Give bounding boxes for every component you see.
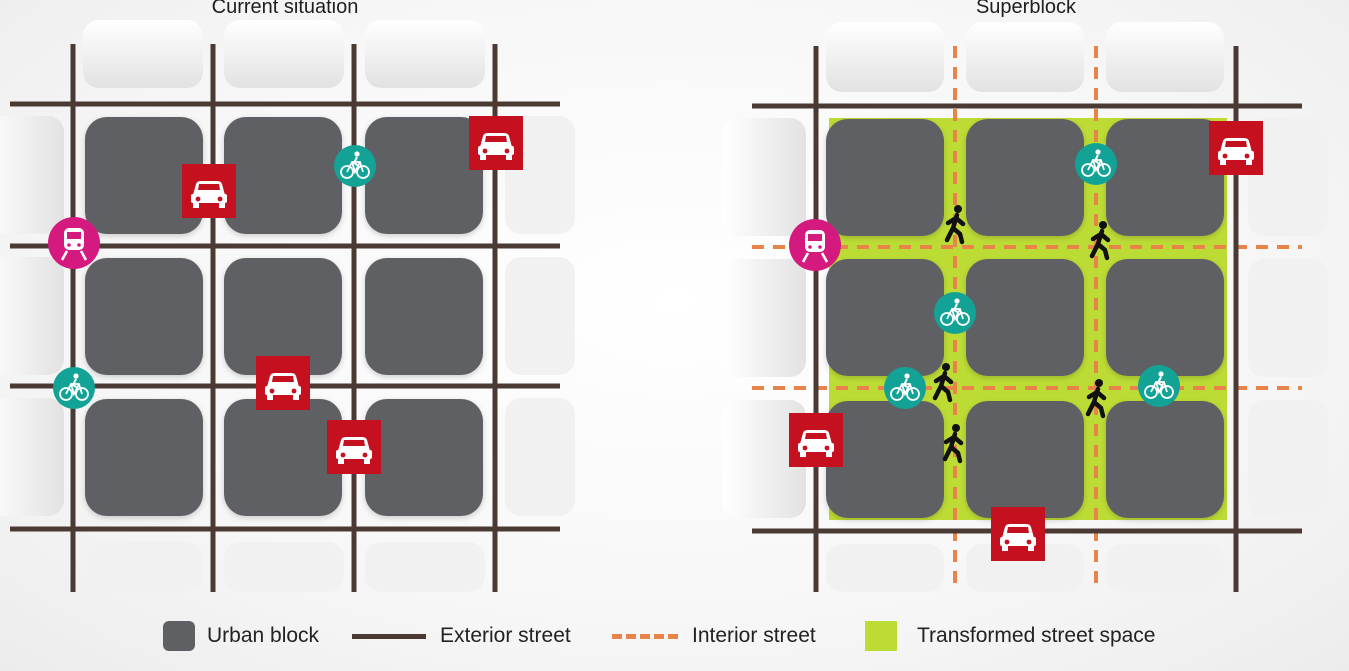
train-icon	[46, 215, 102, 271]
superblock-diagram	[0, 20, 1328, 592]
urban-block	[224, 258, 342, 375]
car-icon	[182, 164, 236, 218]
legend-urban-block-label: Urban block	[207, 624, 320, 647]
urban-block	[1106, 401, 1224, 518]
urban-block	[826, 119, 944, 236]
legend-exterior-street-label: Exterior street	[440, 624, 571, 647]
urban-block	[1106, 119, 1224, 236]
urban-block	[365, 258, 483, 375]
urban-block	[85, 399, 203, 516]
legend-urban-block: Urban block	[163, 616, 319, 656]
ghost-blocks	[722, 22, 1328, 592]
legend-exterior-street: Exterior street	[352, 616, 571, 656]
bicycle-icon	[883, 366, 927, 410]
legend-interior-street: Interior street	[612, 616, 816, 656]
train-icon	[787, 217, 843, 273]
interior-street-swatch	[612, 633, 678, 639]
urban-block	[826, 401, 944, 518]
car-icon	[1209, 121, 1263, 175]
superblock-panel	[722, 22, 1328, 592]
exterior-street-swatch	[352, 633, 426, 639]
legend: Urban block Exterior street Interior str…	[0, 616, 1349, 656]
current-situation-title: Current situation	[211, 0, 359, 18]
superblock-title: Superblock	[975, 0, 1077, 18]
ghost-blocks	[0, 20, 575, 592]
urban-block	[365, 399, 483, 516]
transformed-street-space-swatch	[865, 621, 897, 651]
urban-block	[85, 258, 203, 375]
car-icon	[789, 413, 843, 467]
urban-blocks	[85, 117, 483, 516]
urban-block	[224, 399, 342, 516]
urban-block	[224, 117, 342, 234]
legend-transformed-street-space: Transformed street space	[865, 616, 1156, 656]
urban-block	[966, 401, 1084, 518]
car-icon	[991, 507, 1045, 561]
bicycle-icon	[1074, 142, 1118, 186]
urban-block	[365, 117, 483, 234]
current-situation-panel	[0, 20, 575, 592]
urban-block	[85, 117, 203, 234]
car-icon	[256, 356, 310, 410]
bicycle-icon	[52, 366, 96, 410]
bicycle-icon	[1137, 364, 1181, 408]
bicycle-icon	[333, 144, 377, 188]
urban-block-swatch	[163, 621, 195, 651]
urban-block	[826, 259, 944, 376]
urban-block	[966, 119, 1084, 236]
urban-blocks	[826, 119, 1224, 518]
bicycle-icon	[933, 291, 977, 335]
urban-block	[966, 259, 1084, 376]
exterior-streets	[10, 44, 560, 592]
car-icon	[327, 420, 381, 474]
legend-interior-street-label: Interior street	[692, 624, 816, 647]
urban-block	[1106, 259, 1224, 376]
car-icon	[469, 116, 523, 170]
legend-transformed-street-space-label: Transformed street space	[917, 624, 1156, 647]
